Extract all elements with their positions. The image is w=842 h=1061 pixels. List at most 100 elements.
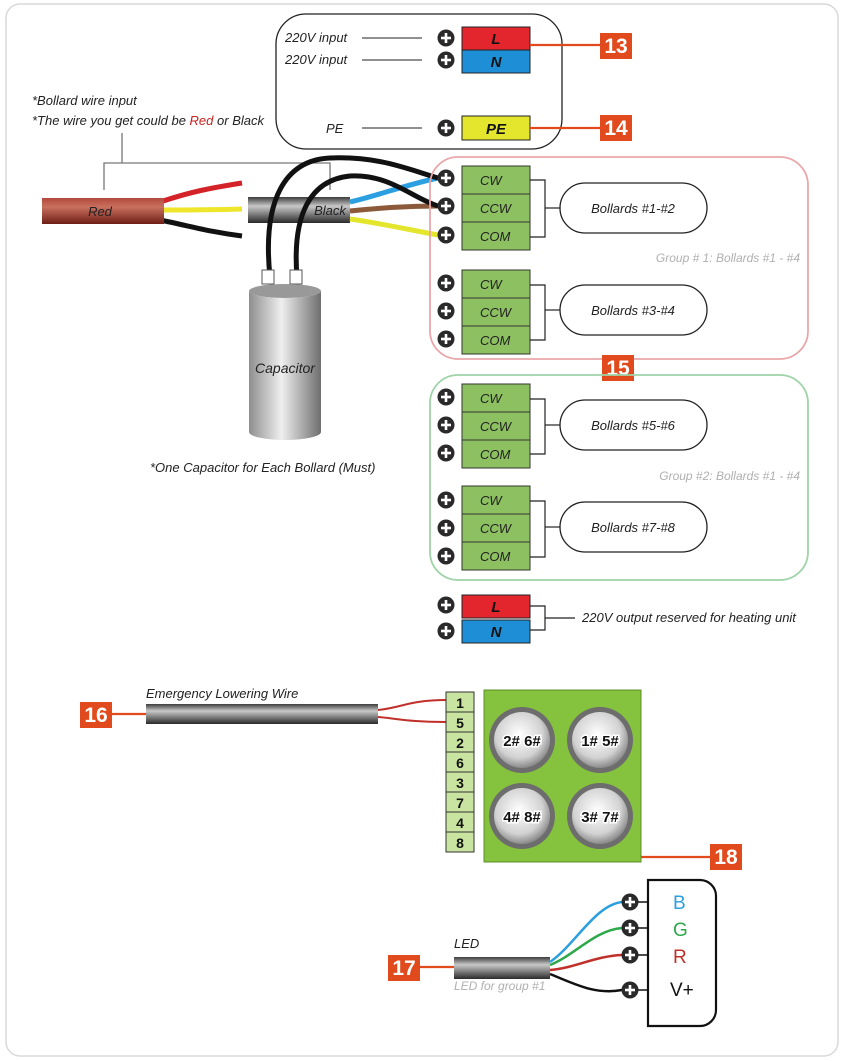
pin-label: 5 bbox=[456, 715, 464, 731]
heating-terminal-l-label: L bbox=[491, 599, 500, 616]
red-cable bbox=[42, 198, 164, 224]
led-wire-green bbox=[549, 926, 623, 967]
wire-note-line1: *Bollard wire input bbox=[32, 93, 138, 108]
terminal-ccw bbox=[461, 193, 531, 223]
bollards-1-2-label: Bollards #1-#2 bbox=[591, 201, 676, 216]
terminal-ccw-label: CCW bbox=[480, 305, 513, 320]
terminal-cw bbox=[461, 269, 531, 299]
pin-terminal bbox=[445, 831, 475, 853]
terminal-n bbox=[461, 49, 531, 74]
led-pin-b: B bbox=[673, 893, 686, 914]
led-sublabel: LED for group #1 bbox=[454, 979, 545, 993]
badge-18-label: 18 bbox=[714, 846, 738, 869]
emergency-cable bbox=[146, 704, 378, 724]
screw-icon bbox=[437, 416, 455, 434]
terminal-pe bbox=[461, 115, 531, 141]
capacitor-terminal bbox=[261, 269, 275, 285]
screw-icon bbox=[621, 893, 639, 911]
screw-icon bbox=[621, 981, 639, 999]
capacitor-note: *One Capacitor for Each Bollard (Must) bbox=[150, 460, 375, 475]
black-cable-label: Black bbox=[314, 203, 347, 218]
pin-label: 7 bbox=[456, 795, 464, 811]
group2-terminals: CW CCW COM Bollards #5-#6 Group #2: Boll… bbox=[437, 383, 800, 571]
pin-label: 6 bbox=[456, 755, 464, 771]
terminal-cw-label: CW bbox=[480, 391, 503, 406]
red-cable-black-wire bbox=[159, 217, 243, 239]
capacitor-top bbox=[249, 284, 321, 298]
blue-wire bbox=[349, 175, 439, 205]
pin-label: 8 bbox=[456, 835, 464, 851]
pin-label: 4 bbox=[456, 815, 464, 831]
emergency-button-label: 3# 7# bbox=[581, 809, 619, 826]
terminal-cw-label: CW bbox=[480, 493, 503, 508]
red-cable-label: Red bbox=[88, 204, 113, 219]
screw-icon bbox=[437, 302, 455, 320]
screw-icon bbox=[437, 519, 455, 537]
heating-terminal-n bbox=[461, 619, 531, 644]
terminal-com bbox=[461, 325, 531, 355]
terminal-com bbox=[461, 541, 531, 571]
brown-wire bbox=[349, 203, 439, 214]
power-input-box bbox=[275, 13, 563, 150]
emergency-button[interactable]: 1# 5# bbox=[567, 707, 633, 773]
badge-14-label: 14 bbox=[604, 117, 628, 140]
terminal-cw bbox=[461, 485, 531, 515]
screw-icon bbox=[437, 491, 455, 509]
led-label: LED bbox=[454, 936, 479, 951]
pin-label: 1 bbox=[456, 695, 464, 711]
badge-15 bbox=[602, 355, 634, 381]
n-input-label: 220V input bbox=[284, 52, 349, 67]
red-cable-yellow-wire bbox=[159, 206, 243, 213]
wire-note-bracket bbox=[103, 162, 331, 190]
badge-17-label: 17 bbox=[392, 957, 415, 980]
bollards-7-8-label: Bollards #7-#8 bbox=[591, 520, 676, 535]
terminal-com bbox=[461, 221, 531, 251]
bollards-5-6-label: Bollards #5-#6 bbox=[591, 418, 676, 433]
terminal-ccw bbox=[461, 513, 531, 543]
terminal-cw-label: CW bbox=[480, 277, 503, 292]
screw-icon bbox=[437, 169, 455, 187]
emergency-terminal-strip: 1 5 2 6 3 7 4 8 bbox=[445, 691, 475, 853]
terminal-ccw-label: CCW bbox=[480, 201, 513, 216]
screw-icon bbox=[621, 946, 639, 964]
bollards-1-2 bbox=[559, 182, 708, 234]
led-pin-g: G bbox=[673, 920, 688, 941]
group1-terminals: CW CCW COM Bollards #1-#2 Group # 1: Bol… bbox=[437, 165, 800, 355]
terminal-ccw bbox=[461, 297, 531, 327]
badge-14 bbox=[600, 115, 632, 141]
badge-16 bbox=[80, 702, 112, 728]
capacitor-lead-1 bbox=[265, 155, 439, 278]
screw-icon bbox=[437, 444, 455, 462]
bracket bbox=[530, 500, 546, 558]
bracket bbox=[530, 398, 546, 455]
heating-label: 220V output reserved for heating unit bbox=[581, 610, 797, 625]
bollards-5-6 bbox=[559, 399, 708, 451]
emergency-label: Emergency Lowering Wire bbox=[146, 686, 298, 701]
led-wire-blue bbox=[549, 900, 623, 964]
led-wire-red bbox=[549, 953, 623, 972]
terminal-n-label: N bbox=[491, 54, 503, 71]
led-pin-vplus: V+ bbox=[670, 980, 694, 1001]
emergency-button-label: 4# 8# bbox=[503, 809, 541, 826]
screw-icon bbox=[437, 388, 455, 406]
screw-icon bbox=[437, 29, 455, 47]
screw-icon bbox=[437, 274, 455, 292]
emergency-button[interactable]: 4# 8# bbox=[489, 783, 555, 849]
pin-label: 3 bbox=[456, 775, 464, 791]
terminal-com-label: COM bbox=[480, 549, 511, 564]
group2-caption: Group #2: Bollards #1 - #4 bbox=[659, 469, 800, 483]
red-cable-red-wire bbox=[159, 180, 243, 205]
emergency-button-label: 2# 6# bbox=[503, 733, 541, 750]
emergency-button[interactable]: 3# 7# bbox=[567, 783, 633, 849]
terminal-ccw-label: CCW bbox=[480, 419, 513, 434]
terminal-com-label: COM bbox=[480, 333, 511, 348]
led-cable bbox=[454, 957, 550, 979]
screw-icon bbox=[437, 226, 455, 244]
capacitor-terminal bbox=[289, 269, 303, 285]
group1-caption: Group # 1: Bollards #1 - #4 bbox=[656, 251, 800, 265]
bollards-7-8 bbox=[559, 501, 708, 553]
capacitor-body bbox=[249, 291, 321, 440]
terminal-com bbox=[461, 439, 531, 469]
heating-terminal-n-label: N bbox=[491, 624, 503, 641]
emergency-button[interactable]: 2# 6# bbox=[489, 707, 555, 773]
